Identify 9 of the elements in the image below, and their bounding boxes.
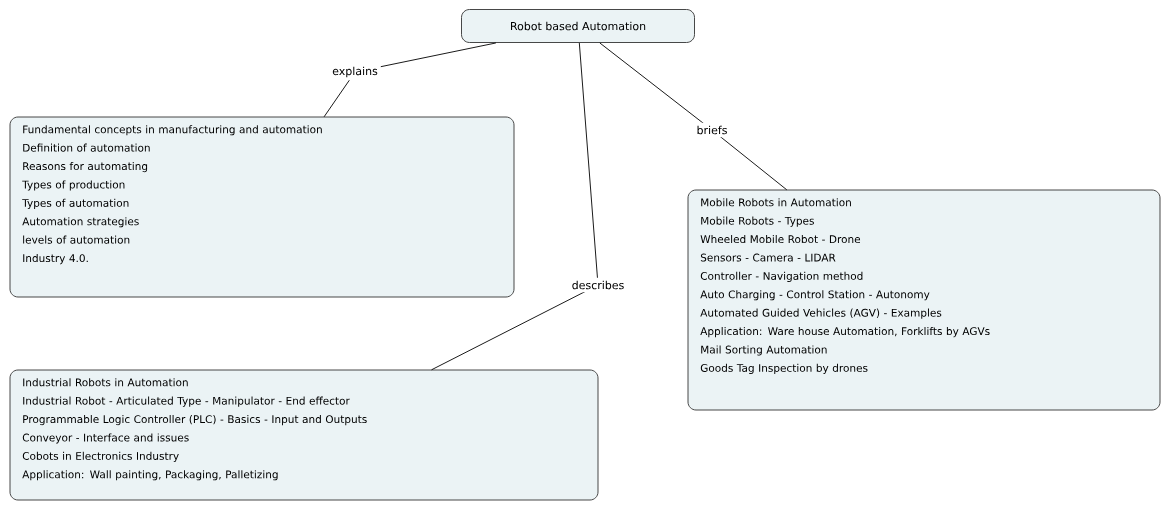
topic-box: Robot based Automation <box>461 9 695 43</box>
topic-box: Mobile Robots in Automation Mobile Robots - Types Wheeled Mobile Robot - Drone Sensors - Camera - LIDAR Controller - Navigation method Auto Charging - Control Station - Autonomy Automated Guided Vehicles (AGV) - Examples Application: Ware house Automation, Forklifts by AGVs Mail Sorting Automation Goods Tag Inspection by drones <box>687 189 1161 411</box>
topic-box: Industrial Robots in Automation Industrial Robot - Articulated Type - Manipulator - End effector Programmable Logic Controller (PLC) - Basics - Input and Outputs Conveyor - Interface and issues Cobots in Electronics Industry Application: Wall painting, Packaging, Palletizing <box>9 369 599 501</box>
edge-label: describes <box>568 277 628 293</box>
topic-box: Fundamental concepts in manufacturing and automation Definition of automation Reasons for automating Types of production Types of automation Automation strategies levels of automation Industry 4.0. <box>9 116 515 298</box>
connector-line <box>599 42 788 191</box>
edge-label: briefs <box>693 122 731 138</box>
connector-line <box>431 42 599 371</box>
edge-label: explains <box>329 63 381 81</box>
